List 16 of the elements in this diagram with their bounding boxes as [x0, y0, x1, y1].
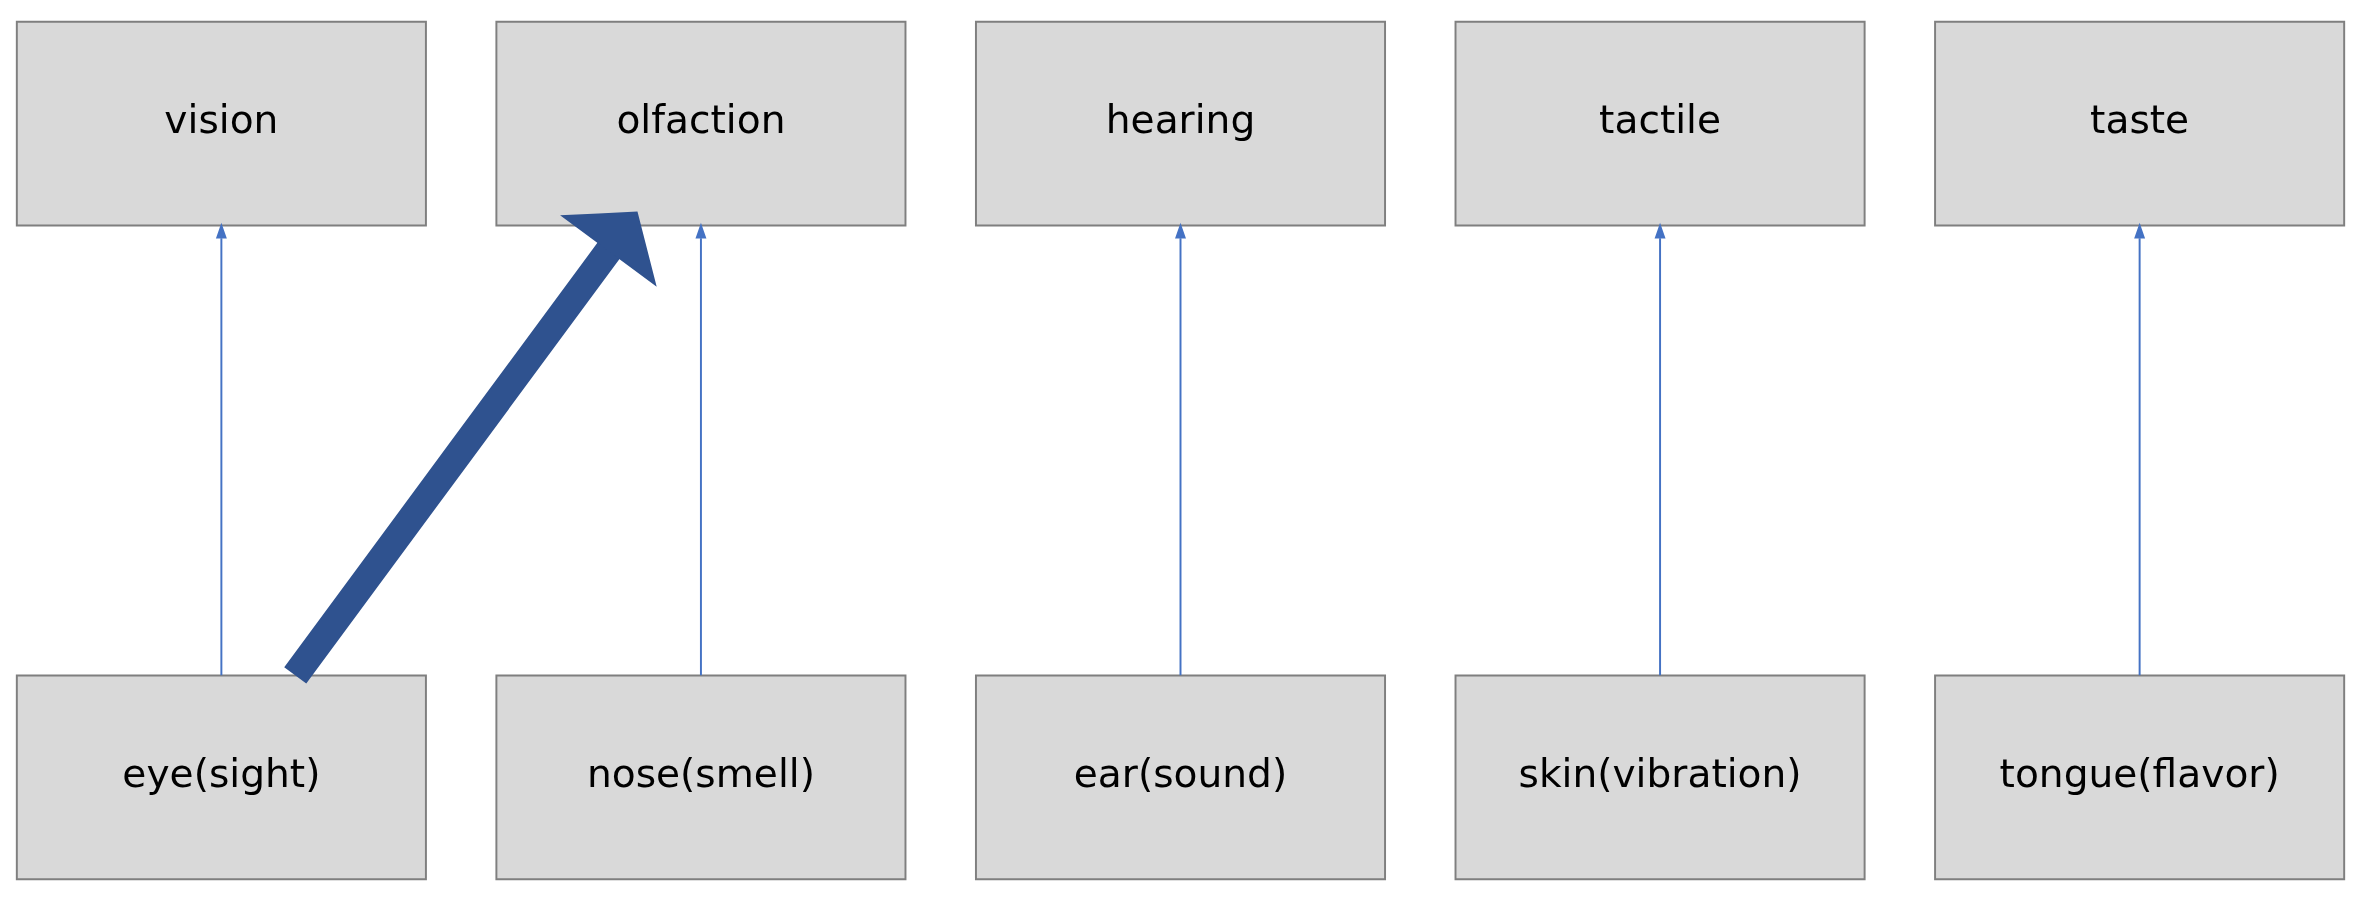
- arrow: [1175, 222, 1186, 676]
- node-box: hearing: [974, 20, 1387, 226]
- arrow: [284, 211, 657, 683]
- arrow: [215, 222, 227, 676]
- arrow: [695, 222, 707, 676]
- arrow: [2134, 222, 2146, 676]
- arrow: [1654, 222, 1666, 676]
- node-box: skin(vibration): [1454, 674, 1866, 880]
- node-box: vision: [15, 20, 427, 226]
- node-box: olfaction: [495, 20, 907, 226]
- node-box: tactile: [1454, 20, 1866, 226]
- node-box: tongue(flavor): [1934, 674, 2346, 880]
- node-box: ear(sound): [974, 674, 1387, 880]
- node-box: eye(sight): [15, 674, 427, 880]
- node-box: taste: [1934, 20, 2346, 226]
- node-box: nose(smell): [495, 674, 907, 880]
